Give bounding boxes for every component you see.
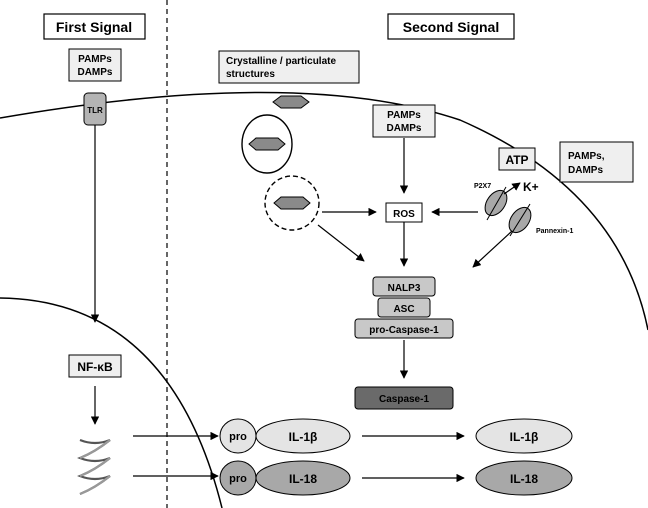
- svg-text:Pannexin-1: Pannexin-1: [536, 228, 573, 235]
- svg-text:PAMPs: PAMPs: [387, 110, 421, 121]
- ros-box: ROS: [385, 202, 423, 223]
- mature-il1b-molecule: IL-1β: [475, 418, 573, 454]
- pamps-damps-box-right: PAMPs, DAMPs: [559, 141, 634, 183]
- dna-helix-icon: [77, 438, 111, 496]
- svg-text:IL-18: IL-18: [510, 472, 538, 486]
- svg-text:ATP: ATP: [505, 153, 528, 167]
- nucleus-membrane: [0, 297, 223, 508]
- svg-text:NF-κB: NF-κB: [77, 360, 113, 374]
- svg-text:IL-1β: IL-1β: [510, 430, 539, 444]
- arrow-lysosome-to-nalp3: [317, 224, 365, 262]
- svg-text:TLR: TLR: [87, 106, 103, 115]
- ruptured-lysosome-icon: [264, 175, 320, 231]
- pro-il18-molecule: pro IL-18: [219, 460, 351, 496]
- mature-il18-molecule: IL-18: [475, 460, 573, 496]
- svg-text:ASC: ASC: [393, 304, 414, 315]
- nfkb-box: NF-κB: [68, 354, 122, 378]
- atp-box: ATP: [498, 147, 536, 171]
- second-signal-header: Second Signal: [387, 13, 515, 40]
- svg-text:structures: structures: [226, 69, 275, 80]
- pro-il1b-molecule: pro IL-1β: [219, 418, 351, 454]
- arrow-k-efflux: [503, 182, 521, 195]
- outer-cell-membrane: [0, 91, 648, 331]
- arrow-pannexin-to-nalp3: [472, 230, 513, 268]
- svg-text:pro-Caspase-1: pro-Caspase-1: [369, 325, 439, 336]
- svg-text:DAMPs: DAMPs: [77, 67, 112, 78]
- svg-text:Caspase-1: Caspase-1: [379, 394, 429, 405]
- crystal-particle-icon: [272, 95, 310, 109]
- pamps-damps-box-left: PAMPs DAMPs: [68, 48, 122, 82]
- caspase-1-block: Caspase-1: [354, 386, 454, 410]
- svg-text:DAMPs: DAMPs: [386, 123, 421, 134]
- nalp3-block: NALP3: [372, 276, 436, 297]
- first-signal-header: First Signal: [43, 13, 146, 40]
- k-plus-label: K+: [523, 180, 539, 194]
- svg-text:DAMPs: DAMPs: [568, 165, 603, 176]
- svg-text:pro: pro: [229, 473, 247, 485]
- svg-text:IL-1β: IL-1β: [289, 430, 318, 444]
- svg-text:PAMPs: PAMPs: [78, 54, 112, 65]
- svg-text:Crystalline / particulate: Crystalline / particulate: [226, 56, 336, 67]
- svg-text:ROS: ROS: [393, 209, 415, 220]
- svg-text:IL-18: IL-18: [289, 472, 317, 486]
- pamps-damps-box-center: PAMPs DAMPs: [372, 104, 436, 138]
- asc-block: ASC: [377, 297, 431, 318]
- svg-text:pro: pro: [229, 431, 247, 443]
- pro-caspase-block: pro-Caspase-1: [354, 318, 454, 339]
- pannexin-receptor: Pannexin-1: [508, 203, 573, 237]
- svg-text:NALP3: NALP3: [388, 283, 421, 294]
- svg-text:First Signal: First Signal: [56, 19, 132, 35]
- p2x7-receptor: P2X7: [474, 183, 508, 221]
- svg-text:P2X7: P2X7: [474, 183, 491, 190]
- phagosome-icon: [241, 114, 293, 174]
- svg-text:Second Signal: Second Signal: [403, 19, 499, 35]
- svg-text:PAMPs,: PAMPs,: [568, 151, 605, 162]
- crystalline-box: Crystalline / particulate structures: [218, 50, 360, 84]
- tlr-receptor: TLR: [83, 92, 107, 126]
